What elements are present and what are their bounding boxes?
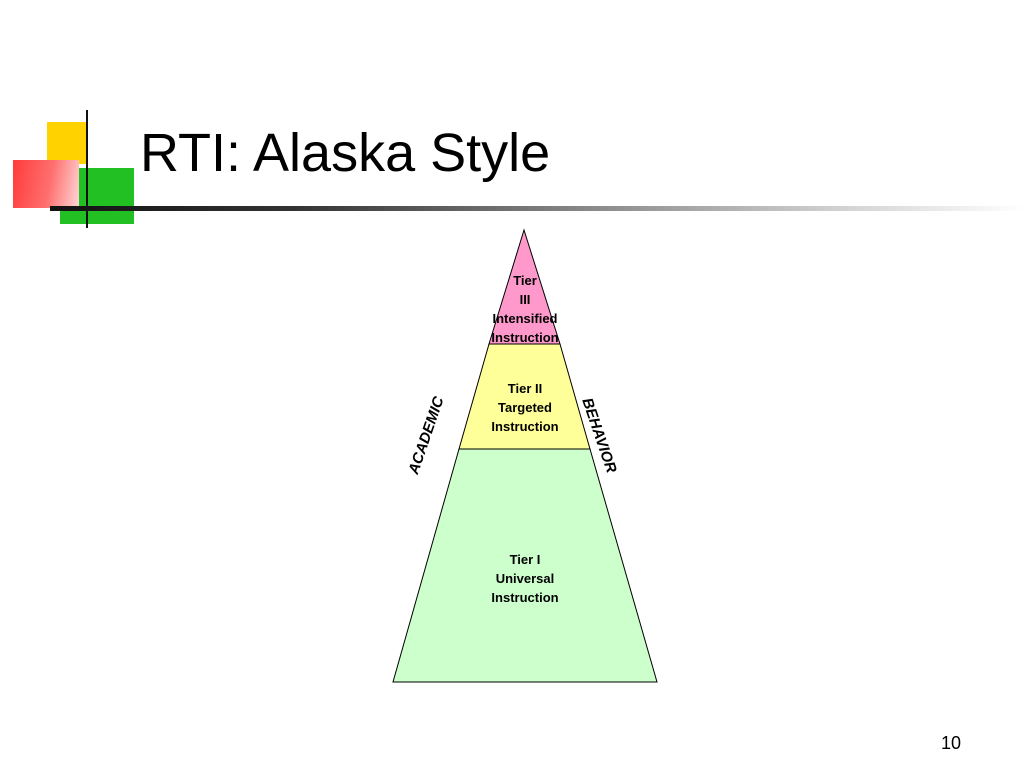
decorative-yellow-square bbox=[47, 122, 87, 164]
tier3-line-2: III bbox=[519, 292, 531, 307]
tier2-line-2: Targeted bbox=[498, 400, 552, 415]
tier1-line-1: Tier I bbox=[509, 552, 541, 567]
tier1-label: Tier I Universal Instruction bbox=[470, 550, 580, 607]
tier3-label: Tier III Intensified Instruction bbox=[470, 271, 580, 347]
tier3-line-4: Instruction bbox=[491, 330, 559, 345]
decorative-red-square bbox=[13, 160, 79, 208]
tier1-line-2: Universal bbox=[495, 571, 555, 586]
tier1-line-3: Instruction bbox=[491, 590, 559, 605]
tier2-line-1: Tier II bbox=[507, 381, 543, 396]
slide-title: RTI: Alaska Style bbox=[140, 123, 551, 183]
decorative-vertical-line bbox=[86, 110, 88, 228]
tier3-line-3: Intensified bbox=[492, 311, 558, 326]
tier3-region bbox=[488, 228, 561, 345]
tier3-line-1: Tier bbox=[513, 273, 537, 288]
title-underline bbox=[50, 206, 1024, 211]
tier2-line-3: Instruction bbox=[491, 419, 559, 434]
page-number: 10 bbox=[940, 733, 961, 753]
tier2-label: Tier II Targeted Instruction bbox=[470, 379, 580, 436]
